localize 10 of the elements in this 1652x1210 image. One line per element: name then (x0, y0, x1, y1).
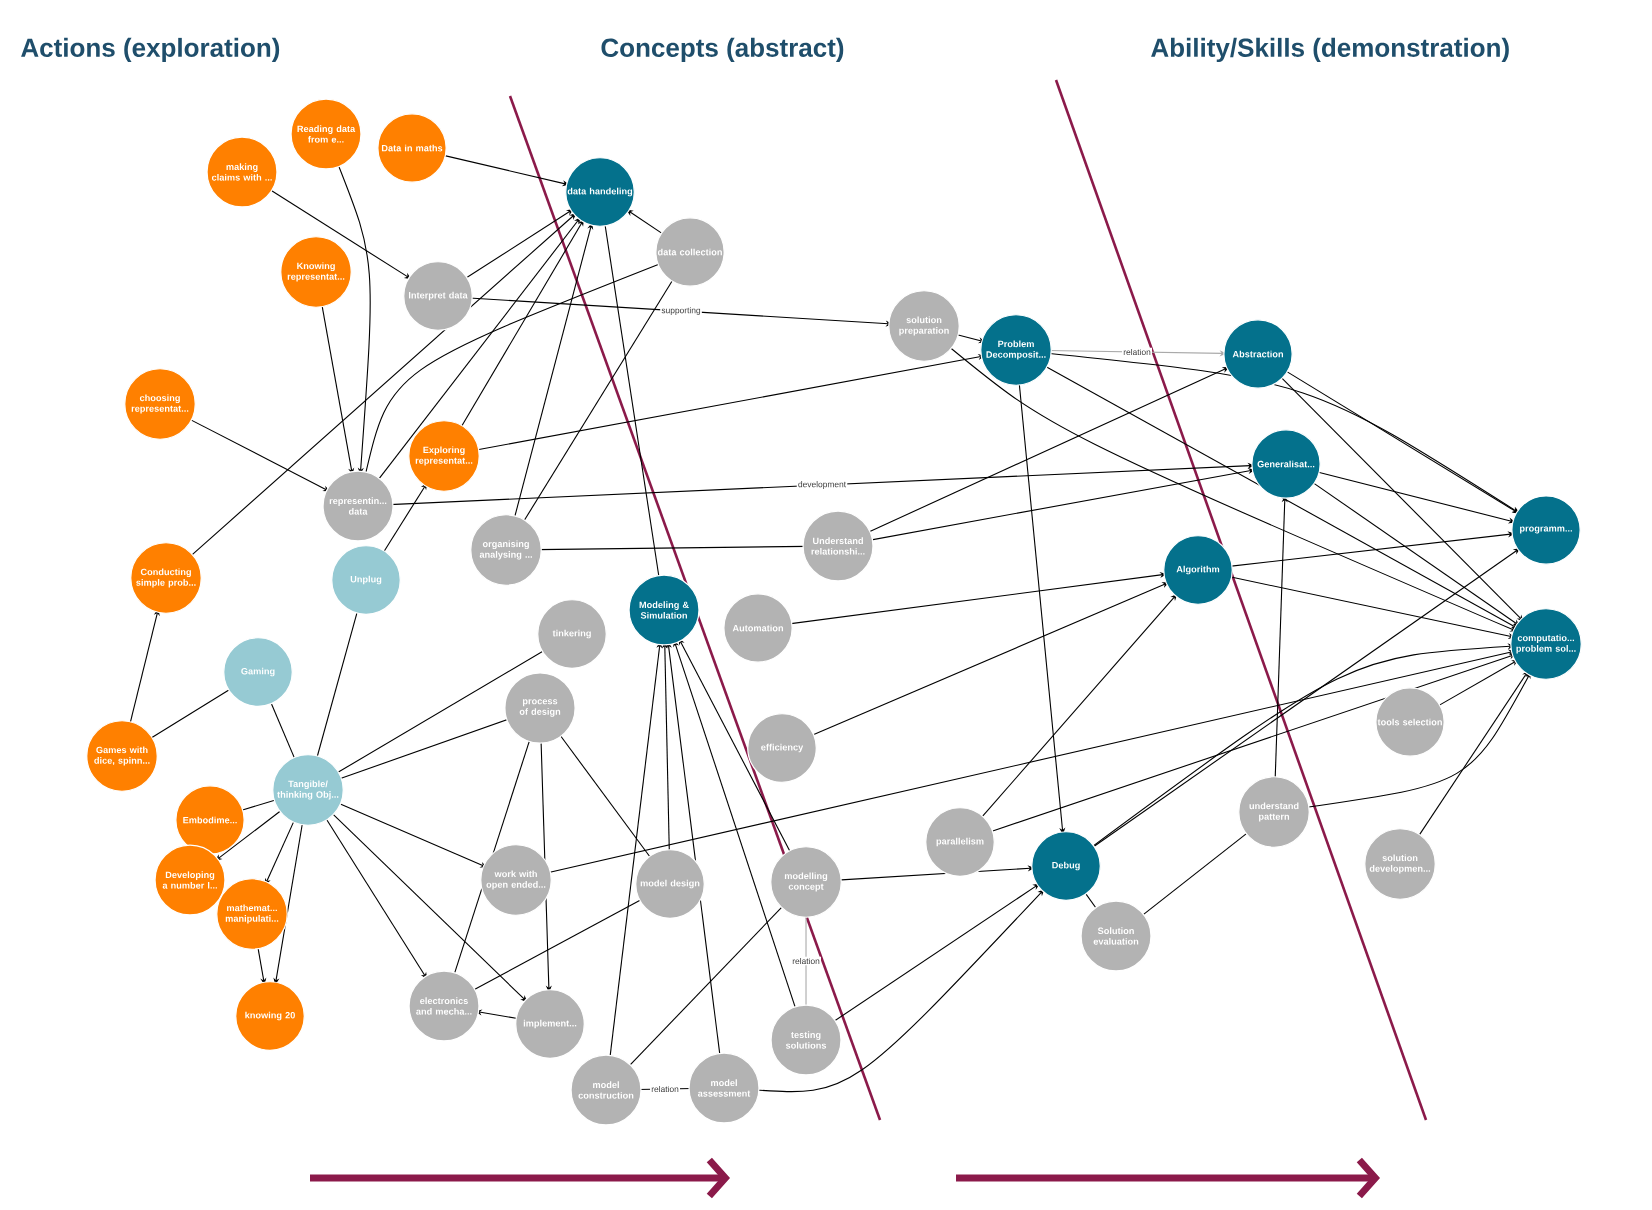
column-heading: Ability/Skills (demonstration) (1151, 37, 1509, 63)
column-heading: Actions (exploration) (21, 37, 280, 63)
arrow (831, 883, 1040, 1024)
arrow (215, 808, 284, 861)
arrow (788, 572, 1167, 625)
arrow (1436, 659, 1519, 707)
arrow (1279, 375, 1524, 622)
arrow (626, 209, 665, 236)
arrow (1416, 670, 1529, 839)
column-heading: Concepts (abstract) (601, 37, 844, 63)
